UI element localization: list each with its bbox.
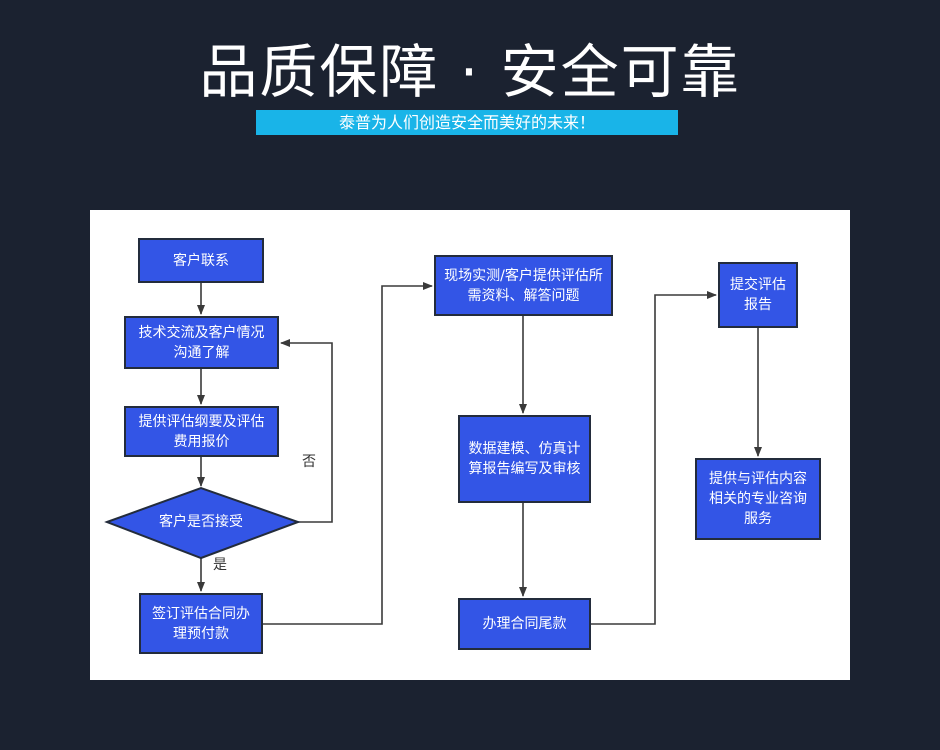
node-decision-text: 客户是否接受 (159, 514, 243, 530)
node-sign-contract: 签订评估合同办理预付款 (139, 593, 263, 654)
decision-diamond (104, 486, 301, 560)
node-customer-contact: 客户联系 (138, 238, 264, 283)
edge-sign-to-survey (263, 282, 433, 625)
node-quote: 提供评估纲要及评估费用报价 (124, 406, 279, 457)
edge-accept-no-loop (280, 339, 333, 523)
flowchart-edges (104, 282, 762, 625)
edge-label-no: 否 (302, 454, 316, 470)
node-site-survey: 现场实测/客户提供评估所需资料、解答问题 (434, 255, 613, 316)
node-data-modeling: 数据建模、仿真计算报告编写及审核 (458, 415, 591, 503)
node-submit-report: 提交评估报告 (718, 262, 798, 328)
node-technical-exchange: 技术交流及客户情况沟通了解 (124, 316, 279, 369)
node-consulting: 提供与评估内容相关的专业咨询服务 (695, 458, 821, 540)
page-subtitle-banner: 泰普为人们创造安全而美好的未来！ (256, 110, 678, 135)
flowchart-panel: 客户联系 技术交流及客户情况沟通了解 提供评估纲要及评估费用报价 客户是否接受 … (90, 210, 850, 680)
edge-label-yes: 是 (213, 557, 227, 573)
page-title: 品质保障 · 安全可靠 (199, 38, 741, 106)
edge-final-payment-to-submit (591, 291, 717, 625)
node-final-payment: 办理合同尾款 (458, 598, 591, 650)
